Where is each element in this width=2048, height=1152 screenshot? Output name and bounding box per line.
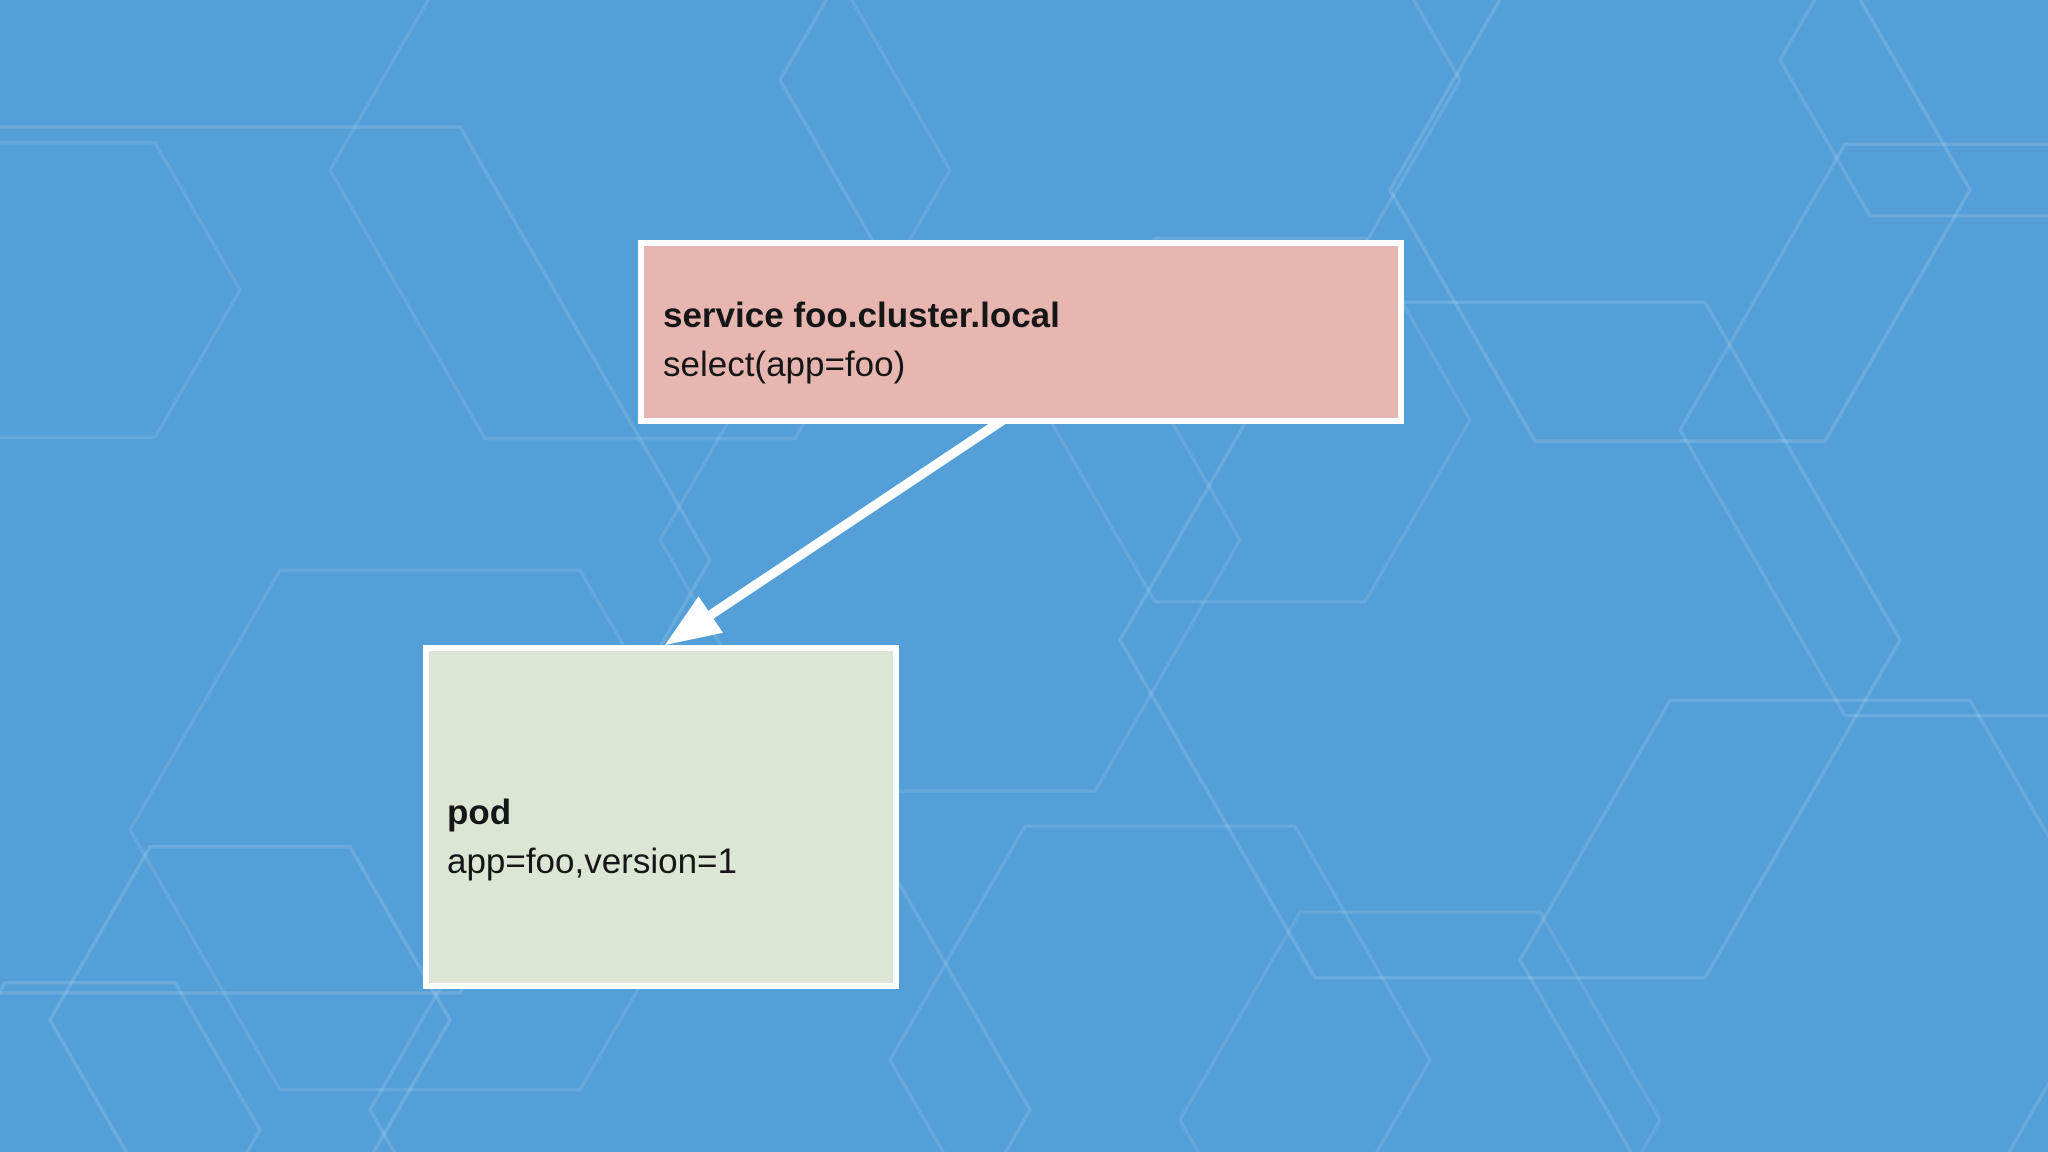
hexagon-outline <box>1178 910 1662 1152</box>
hexagon-outline <box>1388 0 1972 443</box>
hexagon-outline <box>328 0 952 441</box>
arrow-service-to-pod <box>665 415 1008 645</box>
pod-node: pod app=foo,version=1 <box>423 645 899 989</box>
arrowhead-icon <box>665 596 723 645</box>
hexagon-outline <box>0 125 712 995</box>
pod-node-title: pod <box>447 793 512 832</box>
hexagon-outline <box>48 845 452 1152</box>
hexagon-outline <box>0 981 262 1152</box>
pod-node-labels: app=foo,version=1 <box>447 842 737 881</box>
hexagon-outline <box>888 824 1432 1152</box>
service-node-selector: select(app=foo) <box>663 344 906 384</box>
service-node-title: service foo.cluster.local <box>663 295 1060 335</box>
hexagon-outline <box>1518 698 2048 1152</box>
hexagon-outline <box>1778 0 2048 218</box>
hexagon-outline <box>1048 236 1472 604</box>
hexagon-outline <box>0 141 242 439</box>
arrow-shaft <box>707 415 1008 619</box>
service-node: service foo.cluster.local select(app=foo… <box>638 240 1404 424</box>
hexagon-outline <box>1678 142 2048 718</box>
